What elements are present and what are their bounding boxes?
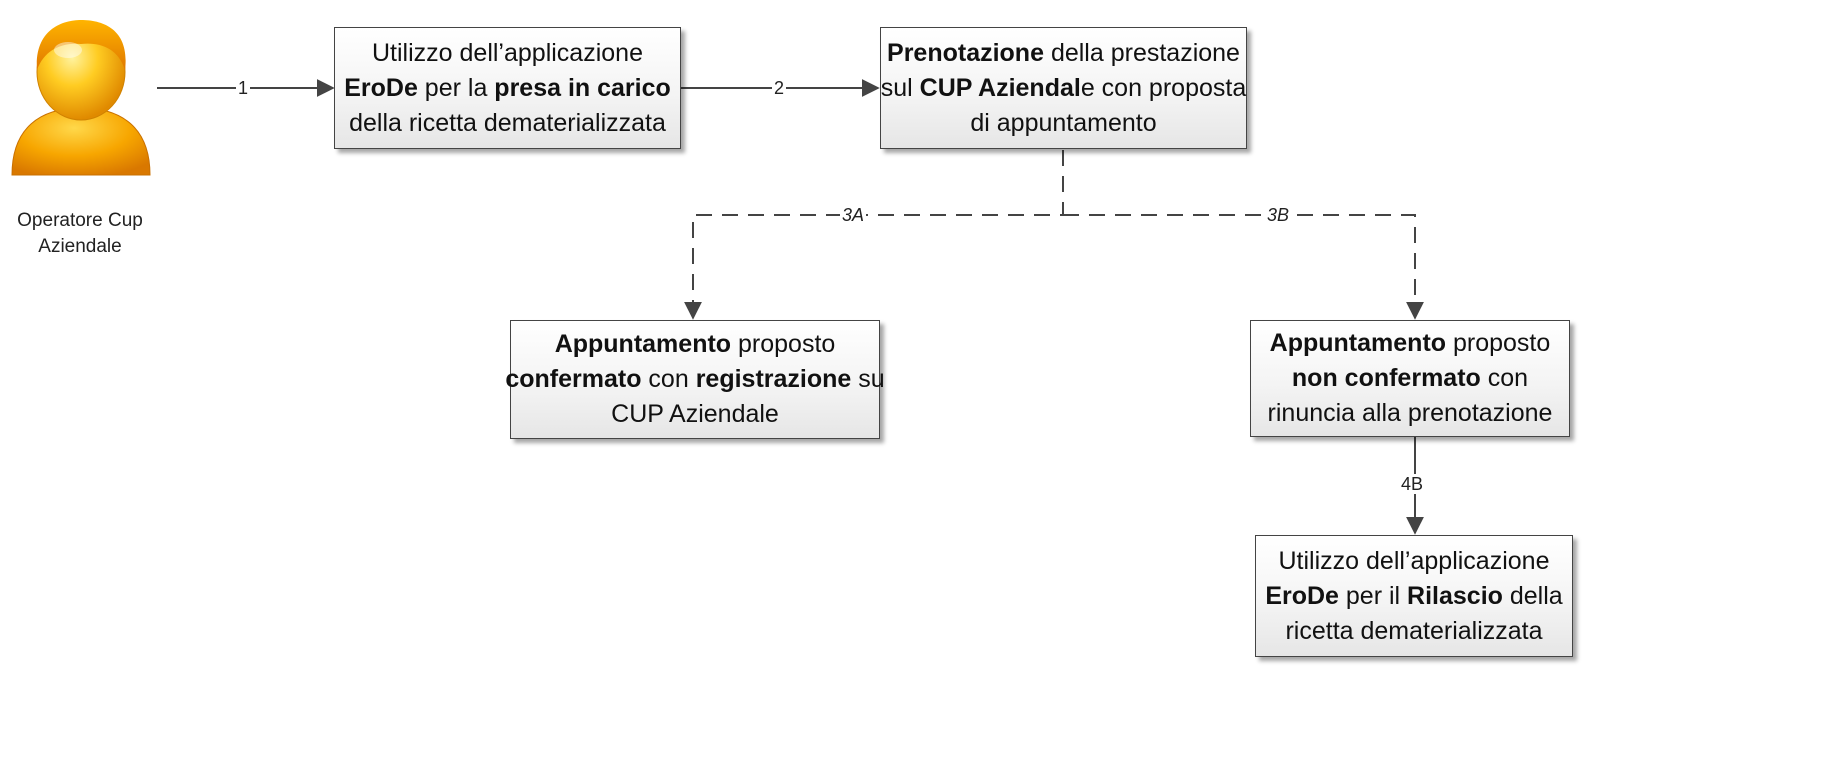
box-text-line: CUP Aziendale (505, 397, 884, 432)
box-text-line: EroDe per il Rilascio della (1265, 579, 1562, 614)
box-text-bold: EroDe (1265, 581, 1339, 610)
box-text-segment: con (1480, 364, 1529, 392)
box-text-segment: della ricetta dematerializzata (349, 108, 666, 137)
box-text-segment: della (1502, 581, 1563, 610)
box-text-line: Utilizzo dell’applicazione (1265, 544, 1562, 579)
box-text-segment: sul (880, 73, 920, 102)
box-text-bold: Rilascio (1407, 581, 1503, 610)
box-text-bold: CUP Aziendal (919, 73, 1081, 102)
box-text-segment: della prestazione (1044, 38, 1240, 67)
actor-label-line: Aziendale (38, 236, 122, 257)
box-text-segment: di appuntamento (970, 108, 1157, 137)
box-text-line: Prenotazione della prestazione (881, 36, 1246, 71)
box-text-bold: registrazione (695, 365, 852, 393)
actor-label: Operatore Cup Aziendale (0, 208, 160, 260)
box-text-bold: Prenotazione (887, 38, 1044, 67)
box-text-line: di appuntamento (881, 106, 1246, 141)
box-text-bold: Appuntamento (554, 330, 732, 358)
box-text-segment: proposto (731, 330, 836, 358)
box-text-segment: proposto (1446, 329, 1551, 357)
box-text-segment: Utilizzo dell’applicazione (372, 38, 643, 67)
box-text-bold: non confermato (1291, 364, 1481, 392)
box-text-segment: CUP Aziendale (611, 400, 779, 428)
box-text-bold: Appuntamento (1269, 329, 1447, 357)
box-text-segment: rinuncia alla prenotazione (1267, 399, 1553, 427)
box-text-segment: su (851, 365, 885, 393)
box-text-line: rinuncia alla prenotazione (1268, 396, 1553, 431)
box-text-line: non confermato con (1268, 361, 1553, 396)
box-text-segment: e con proposta (1080, 73, 1247, 102)
box-text-bold: EroDe (344, 73, 418, 102)
box-text-line: della ricetta dematerializzata (344, 106, 671, 141)
box-text-segment: ricetta dematerializzata (1285, 616, 1543, 645)
box-text-line: confermato con registrazione su (505, 362, 884, 397)
box-text-line: sul CUP Aziendale con proposta (881, 71, 1246, 106)
edge-3b (1063, 214, 1424, 320)
box-text-segment: con (641, 365, 696, 393)
box-text-line: Appuntamento proposto (505, 327, 884, 362)
box-text-line: EroDe per la presa in carico (344, 71, 671, 106)
edge-3a (684, 150, 1064, 320)
edge-label-2: 2 (772, 78, 787, 98)
box-text-bold: presa in carico (494, 73, 671, 102)
user-icon (11, 20, 151, 176)
box-text-line: ricetta dematerializzata (1265, 614, 1562, 649)
box-text-line: Utilizzo dell’applicazione (344, 36, 671, 71)
box-text-segment: per il (1338, 581, 1408, 610)
actor-label-line: Operatore Cup (17, 210, 143, 231)
edge-label-3b: 3B (1265, 205, 1292, 225)
edge-label-1: 1 (236, 78, 251, 98)
box-text-segment: per la (417, 73, 495, 102)
edge-label-3a: 3A (840, 205, 867, 225)
box-text-segment: Utilizzo dell’applicazione (1278, 546, 1550, 575)
box-text-line: Appuntamento proposto (1268, 326, 1553, 361)
box-text-bold: confermato (505, 365, 642, 393)
edge-label-4b: 4B (1399, 474, 1426, 494)
